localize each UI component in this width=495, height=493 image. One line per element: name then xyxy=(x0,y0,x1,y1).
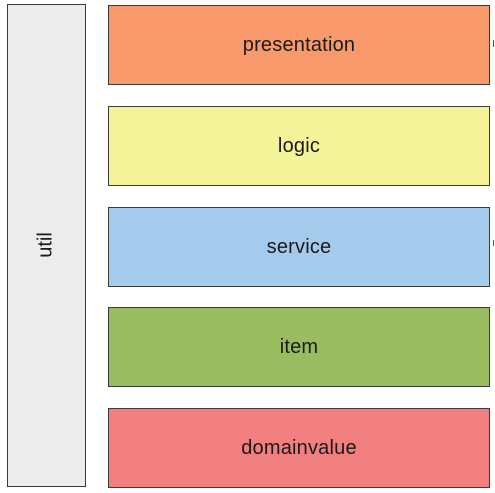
edge-mark xyxy=(493,40,494,47)
domainvalue-layer-box: domainvalue xyxy=(108,408,490,488)
util-layer-box xyxy=(7,4,86,487)
presentation-layer-label: presentation xyxy=(242,33,356,56)
service-layer-label: service xyxy=(266,235,332,258)
item-layer-box: item xyxy=(108,307,490,387)
item-layer-label: item xyxy=(279,335,319,358)
edge-mark xyxy=(493,240,494,246)
service-layer-box: service xyxy=(108,207,490,287)
logic-layer-label: logic xyxy=(277,134,321,157)
presentation-layer-box: presentation xyxy=(108,5,490,85)
util-layer-label: util xyxy=(34,232,57,258)
logic-layer-box: logic xyxy=(108,106,490,186)
domainvalue-layer-label: domainvalue xyxy=(241,436,357,459)
